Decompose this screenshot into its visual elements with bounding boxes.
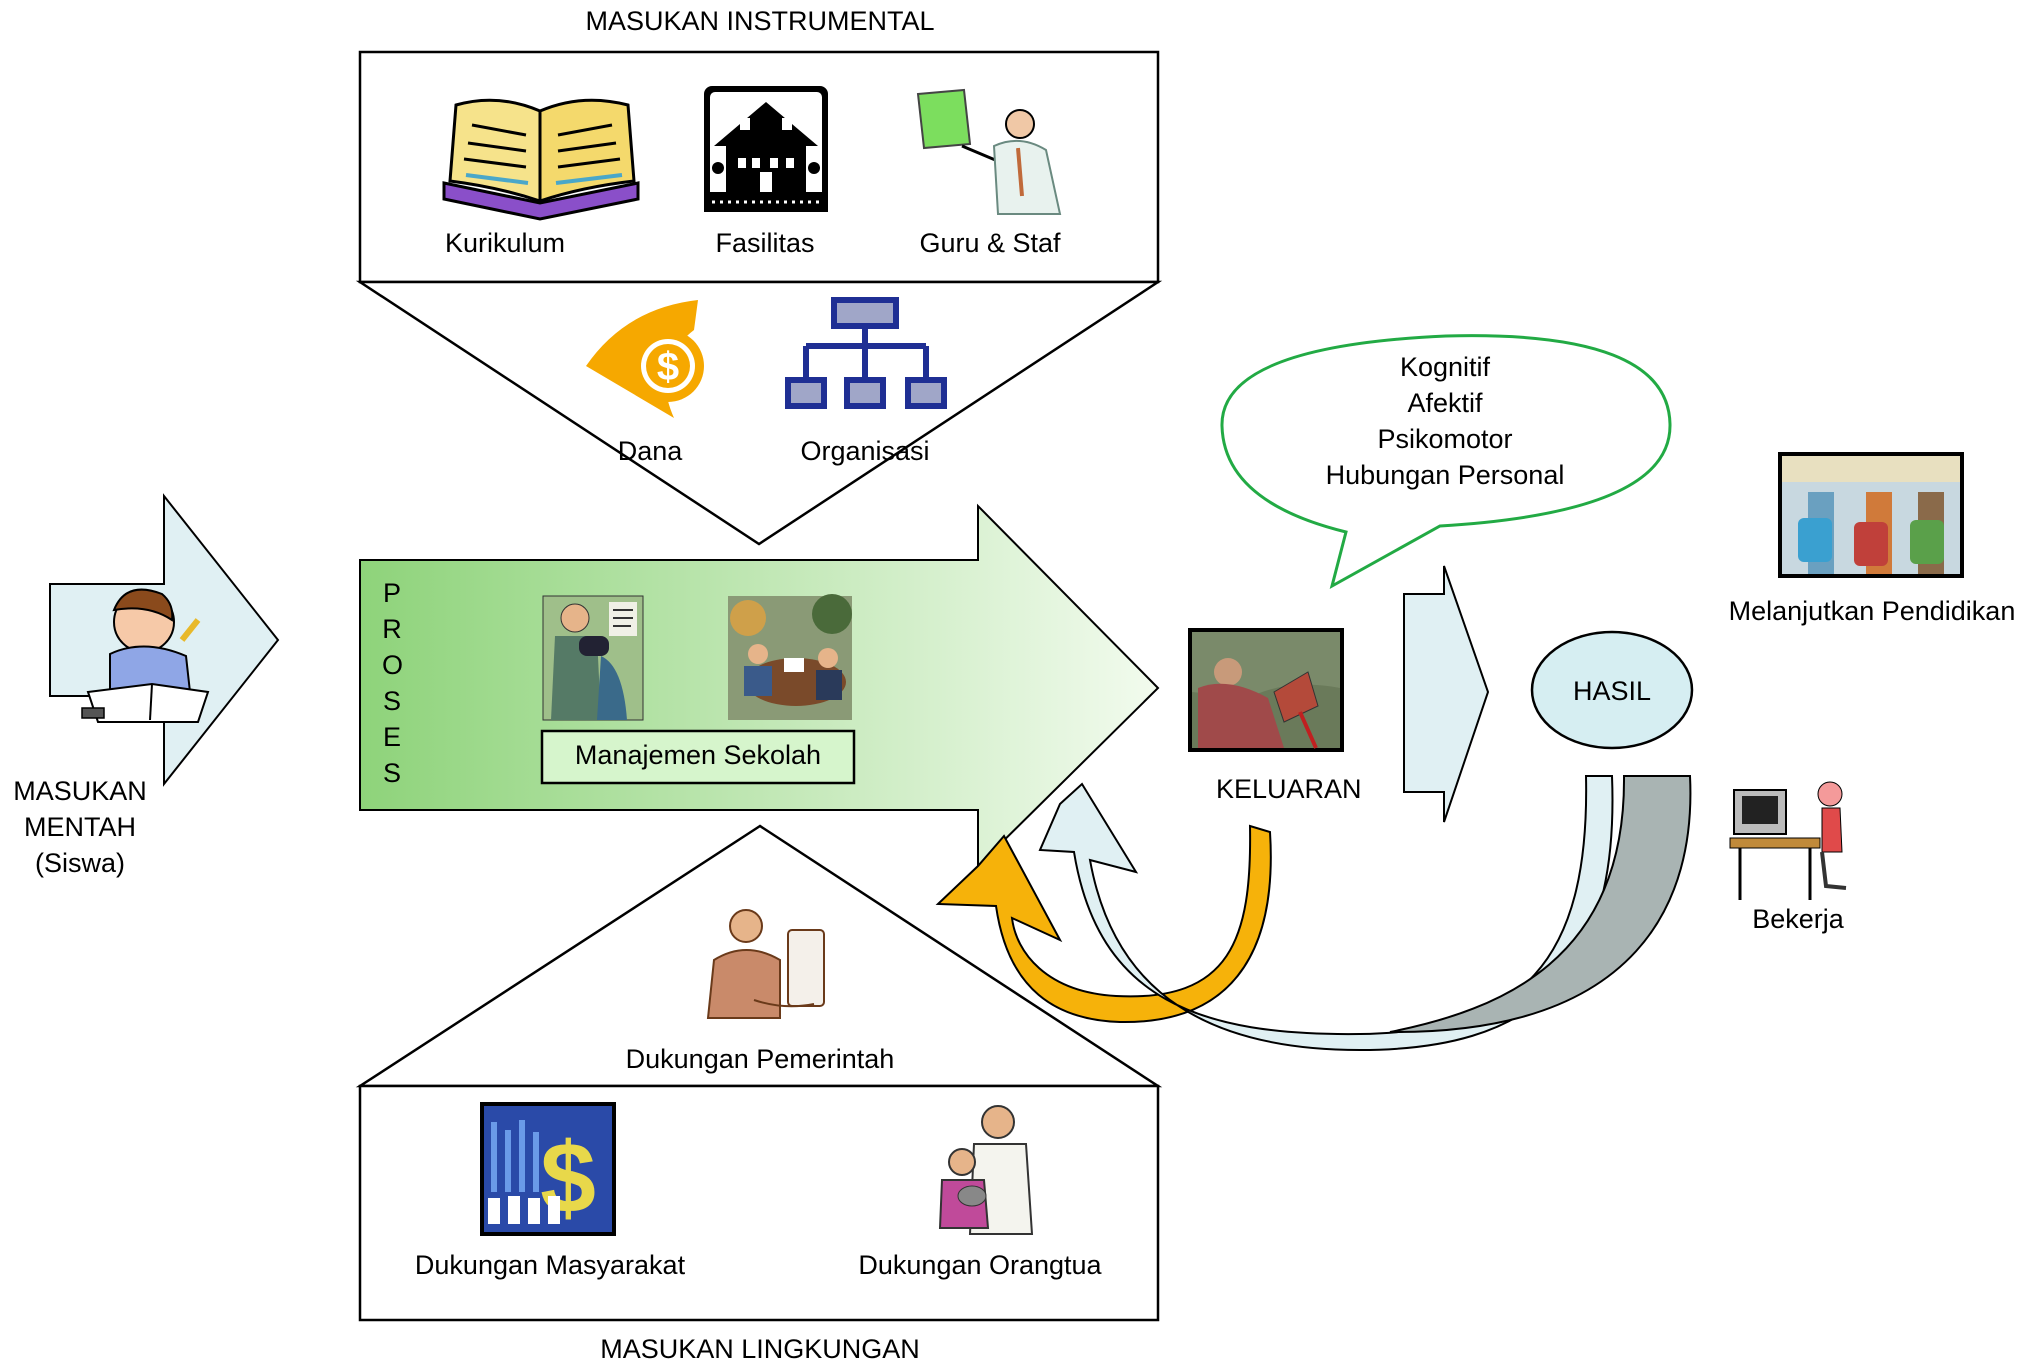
masukan-mentah-line3: (Siswa) — [34, 848, 125, 878]
dukungan-pemerintah-label: Dukungan Pemerintah — [625, 1044, 895, 1074]
school-building-icon — [704, 86, 828, 212]
proses-letter-e: E — [382, 722, 401, 752]
students-photo — [1778, 452, 1964, 578]
proses-letter-s2: S — [382, 758, 401, 788]
proses-letter-s1: S — [382, 686, 401, 716]
graduate-photo — [1188, 628, 1344, 752]
output-arrow — [1403, 565, 1490, 823]
hasil-label: HASIL — [1572, 676, 1652, 706]
dana-label: Dana — [617, 436, 683, 466]
speech-bubble — [1220, 334, 1672, 590]
speech-line-psikomotor: Psikomotor — [1377, 424, 1513, 454]
dollar-icon: $ — [586, 300, 704, 418]
eye-exam-photo — [542, 595, 644, 721]
melanjutkan-label: Melanjutkan Pendidikan — [1728, 596, 2016, 626]
svg-text:$: $ — [657, 345, 679, 389]
hasil-ellipse — [1530, 630, 1694, 750]
masukan-mentah-line2: MENTAH — [24, 812, 136, 842]
feedback-arrow-gold — [935, 824, 1272, 1024]
keluaran-label: KELUARAN — [1216, 774, 1362, 804]
masukan-mentah-line1: MASUKAN — [13, 776, 147, 806]
hasil-return-arrow — [1389, 775, 1692, 1034]
proses-letter-o: O — [382, 650, 404, 680]
manajemen-sekolah-label: Manajemen Sekolah — [574, 740, 822, 770]
guru-staf-label: Guru & Staf — [919, 228, 1061, 258]
bekerja-label: Bekerja — [1752, 904, 1844, 934]
speech-line-hubungan: Hubungan Personal — [1325, 460, 1565, 490]
government-officer-icon — [706, 909, 825, 1019]
masukan-lingkungan-title: MASUKAN LINGKUNGAN — [600, 1334, 920, 1364]
proses-letter-p: P — [382, 578, 401, 608]
dukungan-orangtua-label: Dukungan Orangtua — [858, 1250, 1102, 1280]
speech-line-kognitif: Kognitif — [1399, 352, 1491, 382]
open-book-icon — [442, 98, 640, 221]
dukungan-masyarakat-label: Dukungan Masyarakat — [414, 1250, 686, 1280]
org-chart-icon — [785, 297, 947, 409]
meeting-photo — [728, 594, 852, 720]
computer-worker-icon — [1729, 781, 1847, 900]
parent-child-icon — [938, 1105, 1034, 1235]
community-photo: $ — [480, 1102, 616, 1236]
masukan-instrumental-title: MASUKAN INSTRUMENTAL — [585, 6, 935, 36]
proses-letter-r: R — [382, 614, 402, 644]
manajemen-box — [540, 729, 856, 785]
organisasi-label: Organisasi — [800, 436, 930, 466]
student-icon — [81, 588, 210, 723]
kurikulum-label: Kurikulum — [444, 228, 566, 258]
speech-line-afektif: Afektif — [1407, 388, 1483, 418]
fasilitas-label: Fasilitas — [715, 228, 815, 258]
teacher-icon — [916, 88, 1062, 215]
